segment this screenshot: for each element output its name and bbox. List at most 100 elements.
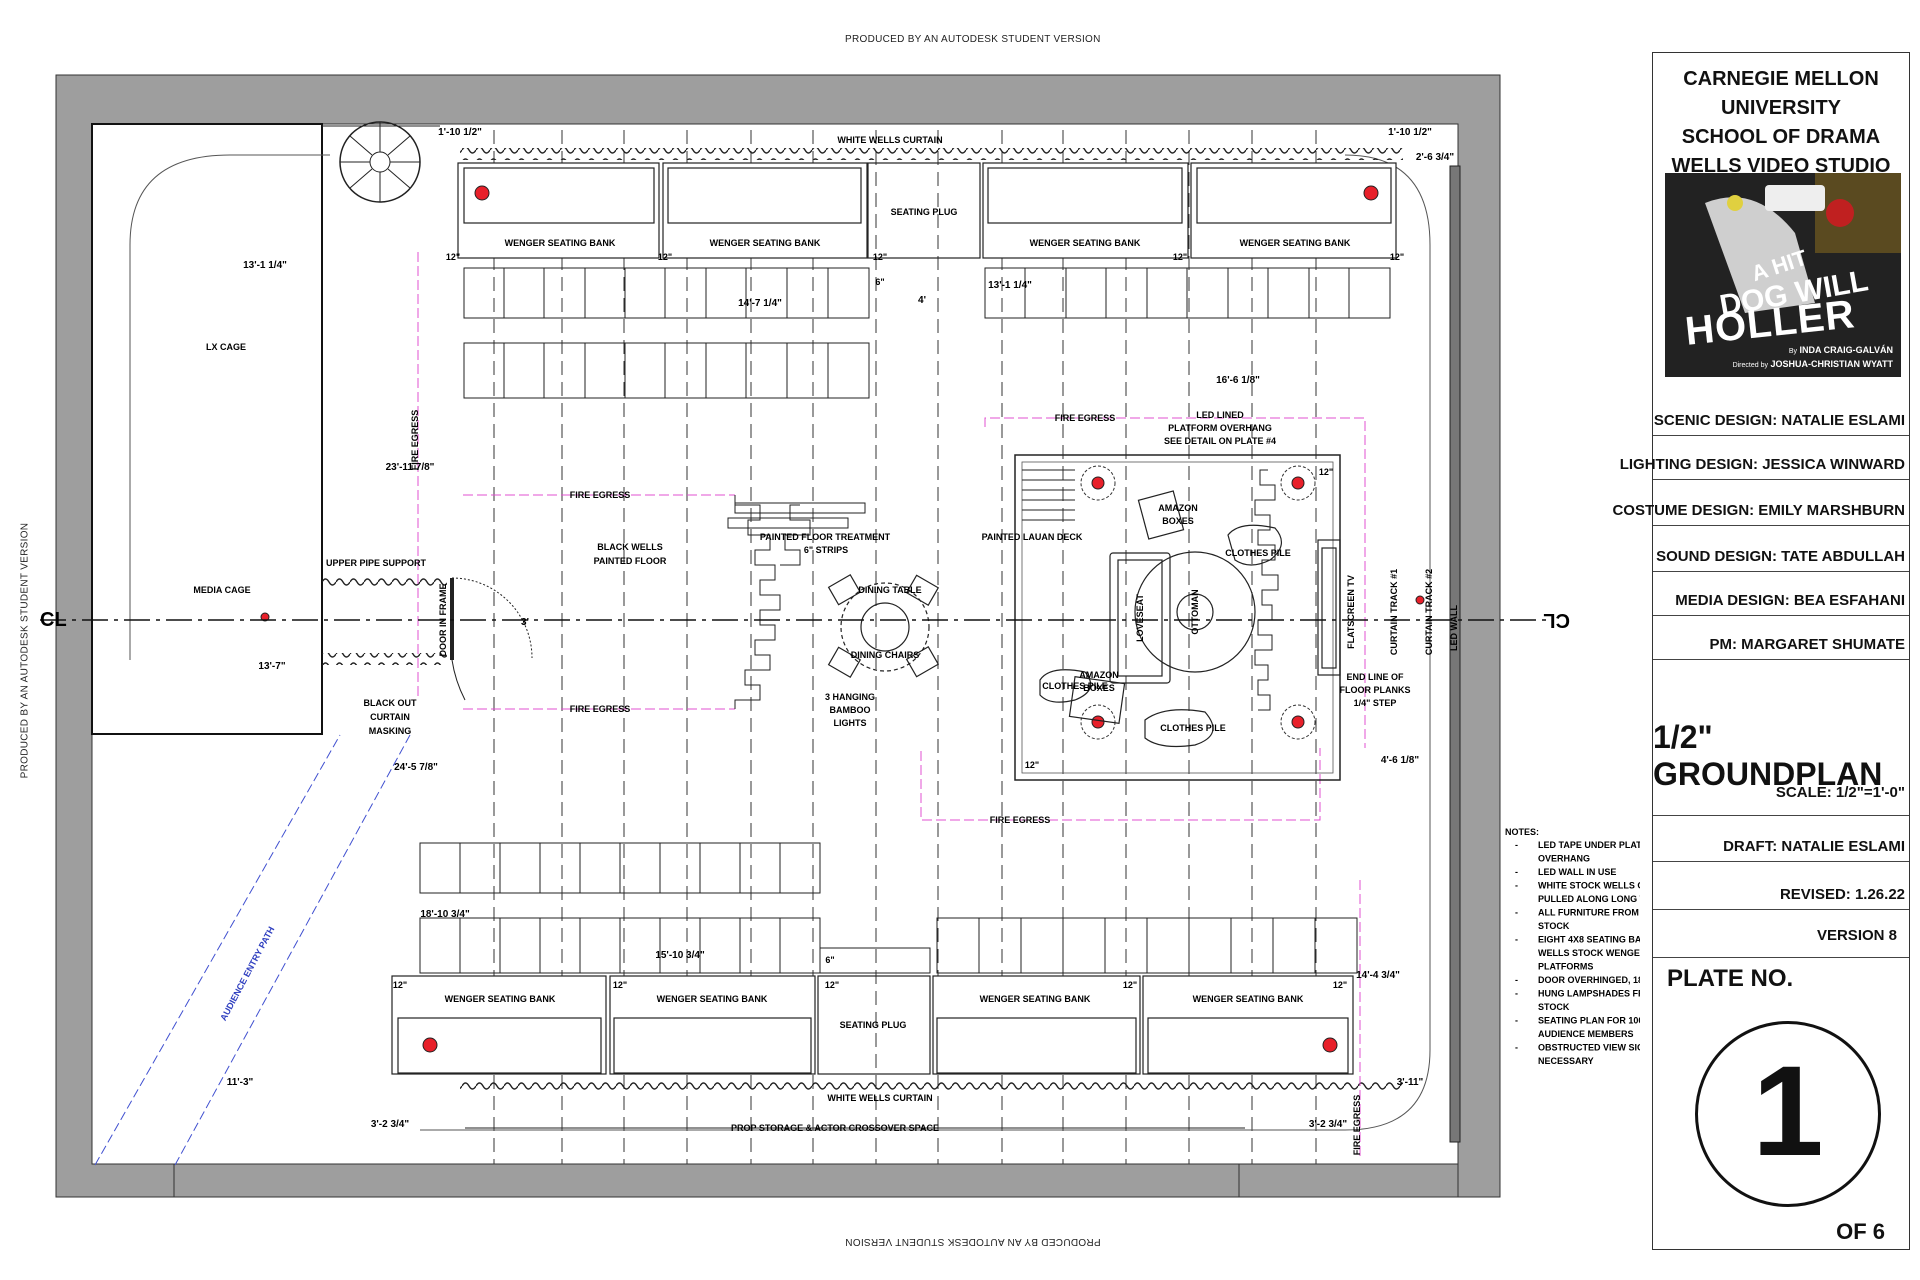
svg-text:18'-10 3/4": 18'-10 3/4" — [420, 909, 470, 920]
sound-cell: SOUND DESIGN: TATE ABDULLAH — [1653, 525, 1909, 572]
draft-credit: DRAFT: NATALIE ESLAMI — [1723, 838, 1905, 855]
label-dining-table: DINING TABLE — [858, 585, 921, 595]
scenic-cell: SCENIC DESIGN: NATALIE ESLAMI — [1653, 391, 1909, 436]
twelve-inch-tags: 12" 12" 12" 12" 12" 6" 12" 12" 12" 12" 1… — [393, 252, 1404, 990]
title-block: CARNEGIE MELLON UNIVERSITY SCHOOL OF DRA… — [1612, 52, 1910, 1250]
pm-cell: PM: MARGARET SHUMATE — [1653, 615, 1909, 660]
label-audience-path: AUDIENCE ENTRY PATH — [218, 925, 276, 1023]
svg-text:12": 12" — [613, 980, 627, 990]
svg-text:12": 12" — [1123, 980, 1137, 990]
label-wenger-1: WENGER SEATING BANK — [505, 238, 616, 248]
notes-bullet: - — [1515, 989, 1518, 999]
label-lx-cage: LX CAGE — [206, 342, 246, 352]
plan-title-cell: 1/2" GROUNDPLAN SCALE: 1/2"=1'-0" — [1653, 659, 1909, 816]
led-wall-strip — [1449, 165, 1461, 1143]
plate-number: 1 — [1752, 1040, 1824, 1183]
notes-item-line: PULLED ALONG LONG WALLS — [1538, 894, 1640, 904]
bottom-platform — [173, 1163, 1240, 1198]
school-line-3: WELLS VIDEO STUDIO — [1671, 155, 1891, 177]
notes-item-line: AUDIENCE MEMBERS — [1538, 1029, 1634, 1039]
label-seating-plug-top: SEATING PLUG — [891, 207, 958, 217]
svg-text:11'-3": 11'-3" — [227, 1077, 254, 1088]
floor-planks-right — [1254, 469, 1279, 711]
label-led-lined-2: PLATFORM OVERHANG — [1168, 423, 1272, 433]
svg-text:6": 6" — [875, 277, 884, 287]
svg-text:14'-4 3/4": 14'-4 3/4" — [1356, 970, 1400, 981]
audience-entry-path — [94, 734, 411, 1166]
notes-item-line: WHITE STOCK WELLS CURTAINS — [1538, 881, 1640, 891]
school-line-2: SCHOOL OF DRAMA — [1681, 126, 1881, 148]
label-amazon-1a: AMAZON — [1158, 503, 1198, 513]
svg-text:3'-2 3/4": 3'-2 3/4" — [371, 1119, 410, 1130]
painted-floor-strips — [727, 502, 866, 529]
seat-rows-top — [463, 267, 1391, 399]
svg-text:1'-10 1/2": 1'-10 1/2" — [1388, 127, 1432, 138]
scale: SCALE: 1/2"=1'-0" — [1775, 784, 1905, 801]
poster-by: INDA CRAIG-GALVÁN — [1799, 345, 1894, 355]
show-poster: A HIT DOG WILL HOLLER By INDA CRAIG-GALV… — [1665, 173, 1901, 377]
label-clothes-pile-2: CLOTHES PILE — [1042, 681, 1108, 691]
version: VERSION 8 — [1816, 927, 1897, 944]
label-wenger-8: WENGER SEATING BANK — [1193, 994, 1304, 1004]
lower-pipe-curtain — [322, 653, 447, 665]
label-wenger-6: WENGER SEATING BANK — [657, 994, 768, 1004]
plate-circle: 1 — [1695, 1021, 1881, 1207]
label-hanging-3: LIGHTS — [834, 718, 867, 728]
seat-rows-bottom — [419, 842, 1358, 974]
notes-title: NOTES: — [1505, 827, 1539, 837]
lx-media-cage-block — [91, 123, 323, 735]
svg-text:13'-1 1/4": 13'-1 1/4" — [988, 280, 1032, 291]
notes: NOTES:-LED TAPE UNDER PLATFORMOVERHANG-L… — [1505, 827, 1640, 1066]
svg-text:15'-10 3/4": 15'-10 3/4" — [655, 950, 705, 961]
svg-text:4': 4' — [918, 295, 926, 306]
svg-text:12": 12" — [1025, 760, 1039, 770]
label-flatscreen: FLATSCREEN TV — [1346, 575, 1356, 649]
media-cell: MEDIA DESIGN: BEA ESFAHANI — [1653, 571, 1909, 616]
svg-text:12": 12" — [1390, 252, 1404, 262]
svg-text:6": 6" — [825, 955, 834, 965]
label-bottom-curtain: WHITE WELLS CURTAIN — [827, 1093, 932, 1103]
label-led-lined-3: SEE DETAIL ON PLATE #4 — [1164, 436, 1276, 446]
revised-date: REVISED: 1.26.22 — [1779, 886, 1905, 903]
notes-bullet: - — [1515, 975, 1518, 985]
top-curtain — [460, 148, 1403, 160]
costume-cell: COSTUME DESIGN: EMILY MARSHBURN — [1612, 479, 1909, 526]
notes-item-line: OBSTRUCTED VIEW SIGNS — [1538, 1043, 1640, 1053]
label-prop-storage: PROP STORAGE & ACTOR CROSSOVER SPACE — [731, 1123, 939, 1133]
label-curtain-track-1: CURTAIN TRACK #1 — [1389, 569, 1399, 655]
svg-text:3': 3' — [521, 617, 529, 628]
poster-dir-prefix: Directed by — [1732, 362, 1768, 369]
spiral-stair — [339, 121, 421, 203]
notes-item-line: STOCK — [1538, 921, 1570, 931]
label-end-line-3: 1/4" STEP — [1354, 698, 1397, 708]
notes-item-line: DOOR OVERHINGED, 180° — [1538, 975, 1640, 985]
label-black-wells-1: BLACK WELLS — [597, 542, 663, 552]
svg-text:12": 12" — [825, 980, 839, 990]
label-wenger-2: WENGER SEATING BANK — [710, 238, 821, 248]
costume-credit: COSTUME DESIGN: EMILY MARSHBURN — [1612, 502, 1905, 519]
label-loveseat: LOVESEAT — [1135, 594, 1145, 642]
poster-by-prefix: By — [1788, 348, 1797, 355]
furniture — [827, 490, 1341, 748]
door — [450, 577, 533, 701]
label-top-curtain: WHITE WELLS CURTAIN — [837, 135, 942, 145]
svg-text:13'-7": 13'-7" — [258, 661, 285, 672]
plan-title: 1/2" GROUNDPLAN — [1653, 719, 1883, 792]
label-hanging-1: 3 HANGING — [825, 692, 875, 702]
svg-text:3'-11": 3'-11" — [1397, 1077, 1424, 1088]
svg-text:12": 12" — [1333, 980, 1347, 990]
label-blackout-3: MASKING — [369, 726, 412, 736]
label-amazon-2a: AMAZON — [1079, 670, 1119, 680]
label-fire-egress-3: FIRE EGRESS — [1055, 413, 1116, 423]
notes-bullet: - — [1515, 881, 1518, 891]
lighting-credit: LIGHTING DESIGN: JESSICA WINWARD — [1619, 456, 1905, 473]
notes-item-line: HUNG LAMPSHADES FROM — [1538, 989, 1640, 999]
svg-text:2'-6 3/4": 2'-6 3/4" — [1416, 152, 1455, 163]
label-ottoman: OTTOMAN — [1190, 589, 1200, 634]
step-lines — [1022, 469, 1075, 521]
svg-text:23'-11 7/8": 23'-11 7/8" — [386, 462, 435, 473]
bottom-seating — [391, 975, 1354, 1075]
notes-item-line: WELLS STOCK WENGER — [1538, 948, 1640, 958]
notes-item-line: LED TAPE UNDER PLATFORM — [1538, 840, 1640, 850]
label-fire-egress-4: FIRE EGRESS — [990, 815, 1051, 825]
